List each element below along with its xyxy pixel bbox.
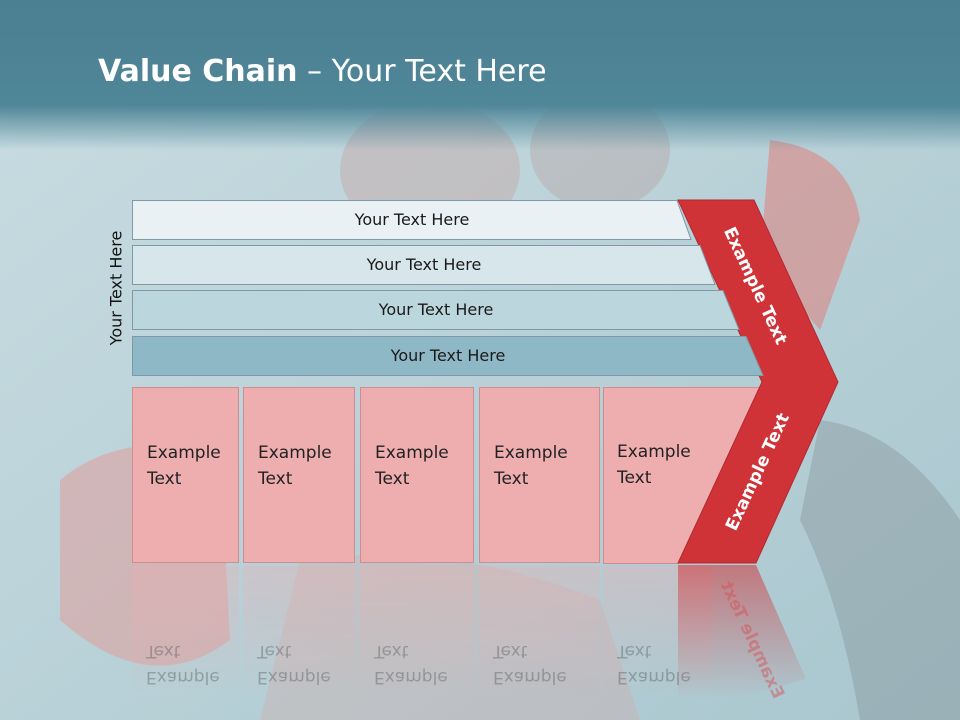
row-label: Your Text Here (390, 345, 506, 365)
refl-line-1: Example (257, 667, 331, 687)
support-row-2: Your Text Here (132, 245, 716, 285)
box-reflection: Example Text (360, 566, 474, 696)
refl-line-2: Text (493, 641, 528, 661)
support-row-4: Your Text Here (132, 336, 764, 376)
box-line-1: Example (617, 442, 691, 462)
refl-line-2: Text (374, 641, 409, 661)
activity-box-4: Example Text (479, 387, 600, 563)
box-line-2: Text (494, 469, 529, 489)
support-row-3: Your Text Here (132, 290, 740, 330)
box-line-1: Example (375, 443, 449, 463)
row-label: Your Text Here (366, 254, 482, 274)
box-line-1: Example (258, 443, 332, 463)
activity-box-1: Example Text (132, 387, 239, 563)
slide-title: Value Chain – Your Text Here (98, 54, 547, 89)
box-line-2: Text (617, 468, 652, 488)
activity-box-3: Example Text (360, 387, 474, 563)
vertical-label: Your Text Here (106, 230, 126, 346)
refl-line-1: Example (374, 667, 448, 687)
title-rest: – Your Text Here (297, 54, 547, 89)
title-bold: Value Chain (98, 54, 298, 89)
refl-line-2: Text (146, 641, 181, 661)
row-label: Your Text Here (378, 299, 494, 319)
margin-chevron (677, 199, 839, 699)
box-line-2: Text (375, 469, 410, 489)
row-label: Your Text Here (354, 209, 470, 229)
refl-line-2: Text (257, 641, 292, 661)
box-line-1: Example (494, 443, 568, 463)
support-row-1: Your Text Here (132, 200, 692, 240)
box-reflection: Example Text (243, 566, 355, 696)
box-line-1: Example (147, 443, 221, 463)
activity-box-5: Example Text (603, 387, 713, 563)
box-reflection: Example Text (132, 566, 239, 696)
box-line-2: Text (258, 469, 293, 489)
refl-line-1: Example (493, 667, 567, 687)
refl-line-1: Example (146, 667, 220, 687)
activity-box-2: Example Text (243, 387, 355, 563)
box-reflection: Example Text (479, 566, 600, 696)
header-band (0, 0, 960, 150)
box-line-2: Text (147, 469, 182, 489)
